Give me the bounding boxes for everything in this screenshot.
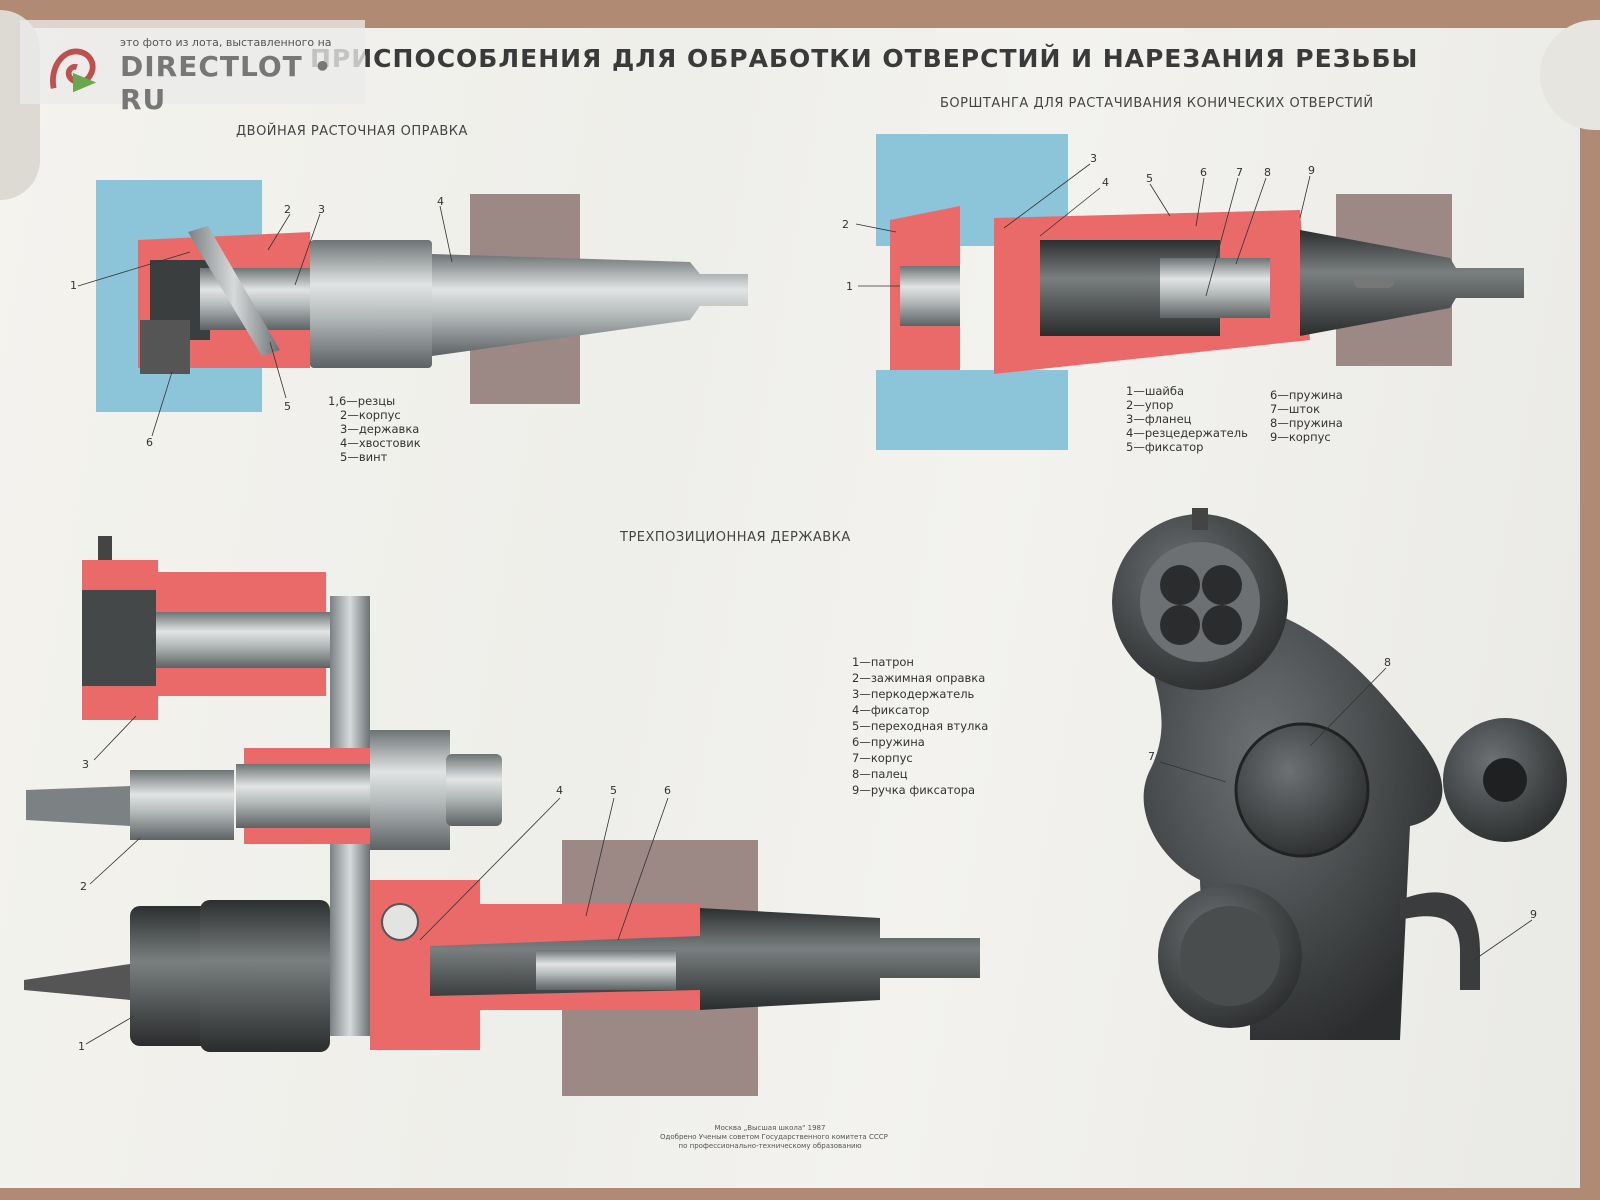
directlot-watermark: это фото из лота, выставленного на DIREC…: [20, 20, 365, 116]
callout-5: 5: [1146, 172, 1153, 185]
callout-6: 6: [146, 436, 153, 449]
section-title-boring-bar: БОРШТАНГА ДЛЯ РАСТАЧИВАНИЯ КОНИЧЕСКИХ ОТ…: [940, 96, 1374, 111]
callout-7: 7: [1236, 166, 1243, 179]
legend-item: 1—шайба: [1126, 384, 1184, 398]
legend-item: 8—палец: [852, 767, 908, 781]
legend-item: 9—ручка фиксатора: [852, 783, 976, 797]
callout-4: 4: [556, 784, 563, 797]
callout-9: 9: [1530, 908, 1537, 921]
callout-2: 2: [284, 203, 291, 216]
legend-item: 8—пружина: [1270, 416, 1343, 430]
legend-item: 1,6—резцы: [328, 394, 396, 408]
legend-item: 4—хвостовик: [340, 436, 421, 450]
legend-boring-bar-left: 1—шайба 2—упор 3—фланец 4—резцедержатель…: [1126, 384, 1248, 454]
callout-8: 8: [1264, 166, 1271, 179]
callout-1: 1: [78, 1040, 85, 1053]
callout-1: 1: [846, 280, 853, 293]
boring-bar-drawing: 1 2 3 4 5 6 7 8 9: [842, 134, 1524, 450]
callout-5: 5: [610, 784, 617, 797]
watermark-brand: DIRECTLOT • RU: [120, 50, 333, 116]
callout-6: 6: [1200, 166, 1207, 179]
callout-8: 8: [1384, 656, 1391, 669]
legend-item: 3—державка: [340, 422, 420, 436]
legend-three-position-holder: 1—патрон 2—зажимная оправка 3—перкодержа…: [852, 654, 988, 798]
callout-4: 4: [1102, 176, 1109, 189]
legend-item: 2—корпус: [340, 408, 401, 422]
callout-6: 6: [664, 784, 671, 797]
three-position-holder-drawing: 1 2 3 4 5 6 7 8 9: [24, 508, 1567, 1096]
legend-item: 5—переходная втулка: [852, 719, 989, 733]
legend-item: 3—фланец: [1126, 412, 1192, 426]
legend-item: 6—пружина: [1270, 388, 1343, 402]
boring-mandrel-drawing: 1 2 3 4 5 6: [70, 180, 748, 449]
callout-3: 3: [1090, 152, 1097, 165]
callout-2: 2: [842, 218, 849, 231]
legend-item: 5—винт: [340, 450, 388, 464]
legend-item: 5—фиксатор: [1126, 440, 1204, 454]
legend-item: 1—патрон: [852, 655, 914, 669]
callout-5: 5: [284, 400, 291, 413]
callout-1: 1: [70, 279, 77, 292]
watermark-caption: это фото из лота, выставленного на: [120, 36, 332, 49]
callout-7: 7: [1148, 750, 1155, 763]
footer-line: Одобрено Ученым советом Государственного…: [660, 1133, 888, 1141]
legend-item: 7—корпус: [852, 751, 913, 765]
callout-4: 4: [437, 195, 444, 208]
callout-2: 2: [80, 880, 87, 893]
legend-item: 2—упор: [1126, 398, 1174, 412]
legend-item: 3—перкодержатель: [852, 687, 975, 701]
poster-title: ПРИСПОСОБЛЕНИЯ ДЛЯ ОБРАБОТКИ ОТВЕРСТИЙ И…: [310, 44, 1419, 73]
callout-9: 9: [1308, 164, 1315, 177]
footer-line: по профессионально-техническому образова…: [678, 1142, 862, 1150]
legend-boring-bar-right: 6—пружина 7—шток 8—пружина 9—корпус: [1270, 388, 1343, 444]
footer-imprint: Москва „Высшая школа" 1987 Одобрено Учен…: [660, 1124, 888, 1151]
legend-boring-mandrel: 1,6—резцы 2—корпус 3—державка 4—хвостови…: [328, 394, 421, 464]
section-title-three-position-holder: ТРЕХПОЗИЦИОННАЯ ДЕРЖАВКА: [620, 530, 851, 545]
legend-item: 2—зажимная оправка: [852, 671, 986, 685]
legend-item: 4—фиксатор: [852, 703, 930, 717]
legend-item: 7—шток: [1270, 402, 1321, 416]
callout-3: 3: [318, 203, 325, 216]
callout-3: 3: [82, 758, 89, 771]
footer-line: Москва „Высшая школа" 1987: [714, 1124, 826, 1132]
directlot-logo-icon: [50, 48, 97, 93]
legend-item: 6—пружина: [852, 735, 925, 749]
legend-item: 9—корпус: [1270, 430, 1331, 444]
section-title-boring-mandrel: ДВОЙНАЯ РАСТОЧНАЯ ОПРАВКА: [236, 124, 468, 139]
legend-item: 4—резцедержатель: [1126, 426, 1248, 440]
